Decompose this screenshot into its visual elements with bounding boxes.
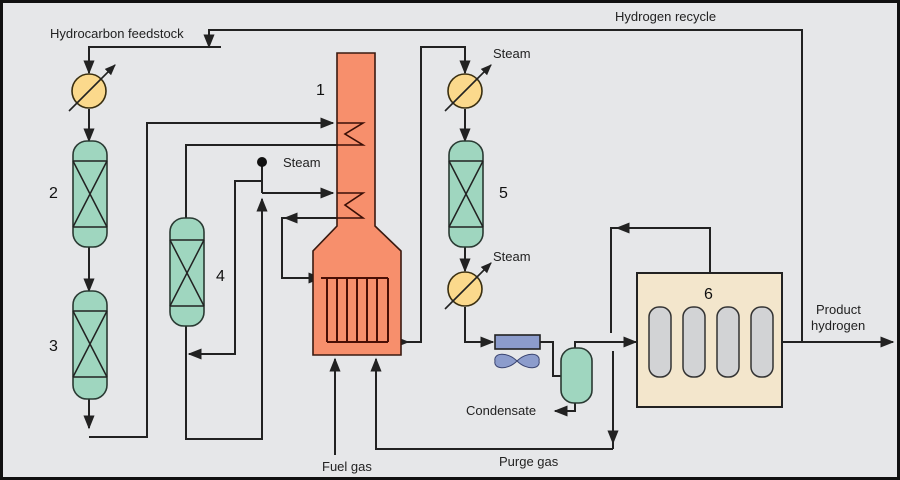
unit-number-1: 1 <box>316 82 325 99</box>
unit-number-3: 3 <box>49 338 58 355</box>
label-steam-hx-bottom: Steam <box>493 249 531 264</box>
radiant-tubes <box>321 277 389 343</box>
unit-number-4: 4 <box>216 268 225 285</box>
fan-icon <box>494 353 540 369</box>
line-vessel4-outlet <box>185 203 263 440</box>
line-coil2-to-radiant <box>281 217 359 284</box>
line-cooler-to-separator <box>540 341 561 377</box>
label-condensate: Condensate <box>466 403 536 418</box>
line-steam-to-vessel4 <box>187 180 262 360</box>
unit-number-5: 5 <box>499 185 508 202</box>
line-coil1-to-vessel4 <box>185 144 363 218</box>
air-cooler <box>494 334 541 369</box>
vessel-2 <box>72 140 108 248</box>
purge-gas-to-furnace <box>370 357 613 450</box>
hydrogen-recycle-line <box>203 29 803 342</box>
vessel-4 <box>169 217 205 327</box>
vessel-3 <box>72 290 108 400</box>
convection-coil-1 <box>337 122 366 146</box>
line-separator-to-psa <box>574 336 638 348</box>
label-hydrocarbon-feedstock: Hydrocarbon feedstock <box>50 26 184 41</box>
condensate-separator <box>560 347 593 404</box>
unit-number-2: 2 <box>49 185 58 202</box>
label-hydrogen-recycle: Hydrogen recycle <box>615 9 716 24</box>
convection-coil-2 <box>337 192 366 219</box>
label-fuel-gas: Fuel gas <box>322 459 372 474</box>
line-reformer-outlet <box>388 46 471 343</box>
heat-exchanger-steam-top <box>444 64 492 112</box>
line-hx3-to-cooler <box>464 307 495 348</box>
diagram-canvas: Hydrocarbon feedstock Hydrogen recycle S… <box>49 9 895 474</box>
heat-exchanger-feed <box>68 64 116 112</box>
heat-exchanger-steam-bottom <box>444 262 492 310</box>
vessel-5 <box>448 140 484 248</box>
label-steam-inlet: Steam <box>283 155 321 170</box>
label-product-hydrogen-2: hydrogen <box>811 318 865 333</box>
condensate-line <box>553 401 576 417</box>
psa-unit <box>636 272 783 408</box>
steam-source-dot <box>257 157 267 167</box>
label-product-hydrogen-1: Product <box>816 302 861 317</box>
label-purge-gas: Purge gas <box>499 454 559 469</box>
unit-number-6: 6 <box>704 286 713 303</box>
label-steam-hx-top: Steam <box>493 46 531 61</box>
feedstock-line <box>83 46 221 75</box>
line-vessel3-to-convection-coil <box>89 117 335 438</box>
reformer-furnace <box>312 52 402 356</box>
